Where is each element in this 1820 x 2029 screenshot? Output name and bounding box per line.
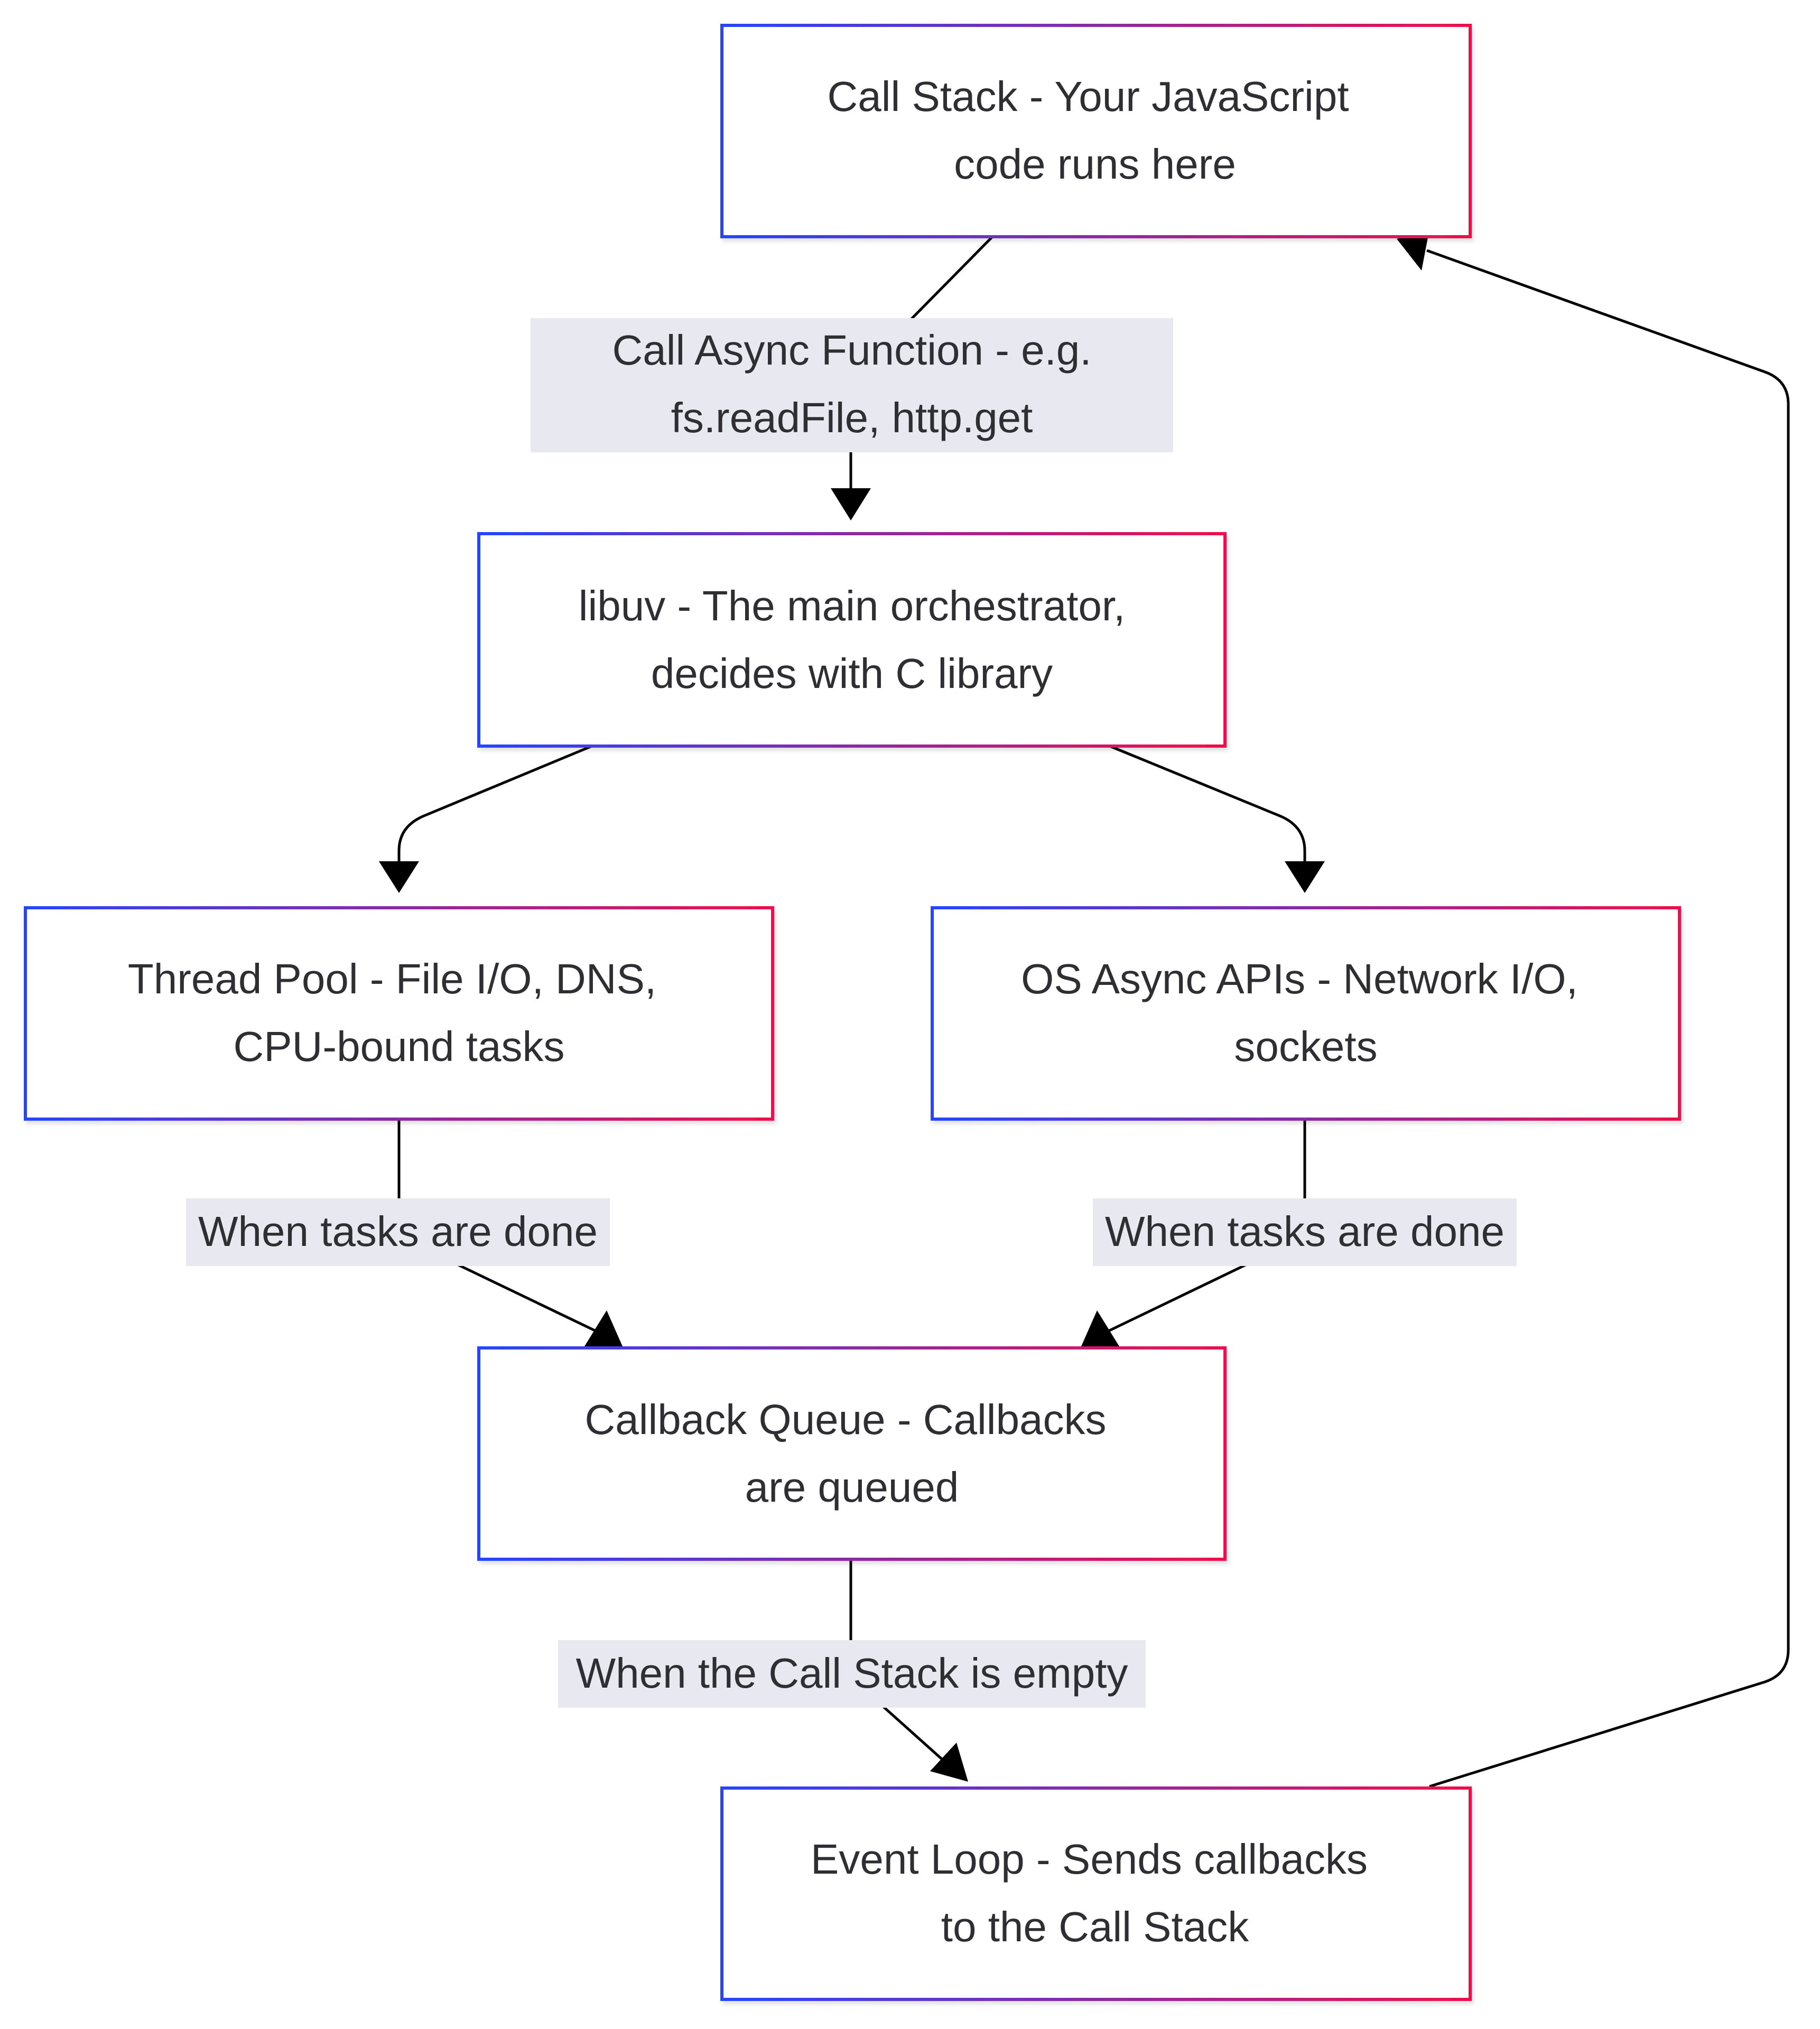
arrowhead-call-stack	[1397, 232, 1429, 271]
node-thread-pool: Thread Pool - File I/O, DNS, CPU-bound t…	[24, 906, 774, 1121]
node-call-stack: Call Stack - Your JavaScript code runs h…	[720, 24, 1472, 238]
node-event-loop-line2: to the Call Stack	[941, 1903, 1250, 1950]
node-call-stack-line1: Call Stack - Your JavaScript	[827, 73, 1349, 120]
node-libuv-line1: libuv - The main orchestrator,	[579, 582, 1126, 629]
arrowhead-thread-pool	[379, 861, 419, 893]
edge-event-loop-to-call-stack	[1426, 249, 1790, 1788]
node-call-stack-line2: code runs here	[954, 141, 1236, 188]
arrowhead-callback-queue-left	[584, 1310, 623, 1346]
edge-label-call-async-line1: Call Async Function - e.g.	[612, 327, 1091, 374]
arrowhead-os-async	[1285, 861, 1325, 893]
edge-label-thread-done: When tasks are done	[186, 1198, 610, 1266]
edge-libuv-to-os-async	[1109, 744, 1306, 877]
node-os-async: OS Async APIs - Network I/O, sockets	[931, 906, 1681, 1121]
edge-label-os-done: When tasks are done	[1093, 1198, 1517, 1266]
node-libuv-line2: decides with C library	[651, 650, 1053, 697]
node-event-loop: Event Loop - Sends callbacks to the Call…	[720, 1786, 1472, 2001]
node-os-async-line1: OS Async APIs - Network I/O,	[1021, 955, 1578, 1002]
edge-label-stack-empty: When the Call Stack is empty	[558, 1640, 1146, 1708]
edge-label-thread-done-text: When tasks are done	[198, 1208, 598, 1255]
node-libuv: libuv - The main orchestrator, decides w…	[477, 532, 1227, 748]
arrowhead-event-loop	[930, 1743, 968, 1782]
edge-libuv-to-thread-pool	[397, 744, 592, 877]
node-callback-queue-line2: are queued	[745, 1464, 959, 1511]
node-callback-queue: Callback Queue - Callbacks are queued	[477, 1346, 1227, 1561]
edge-label-call-async: Call Async Function - e.g. fs.readFile, …	[531, 318, 1173, 452]
arrowhead-callback-queue-right	[1081, 1310, 1119, 1346]
node-event-loop-line1: Event Loop - Sends callbacks	[811, 1836, 1368, 1883]
node-os-async-line2: sockets	[1234, 1023, 1377, 1070]
edge-label-stack-empty-text: When the Call Stack is empty	[576, 1650, 1128, 1697]
edge-label-call-async-line2: fs.readFile, http.get	[671, 394, 1033, 441]
node-callback-queue-line1: Callback Queue - Callbacks	[584, 1396, 1106, 1443]
edges	[379, 232, 1790, 1788]
node-thread-pool-line2: CPU-bound tasks	[234, 1023, 565, 1070]
arrowhead-libuv	[831, 488, 871, 520]
node-thread-pool-line1: Thread Pool - File I/O, DNS,	[128, 955, 656, 1002]
edge-label-os-done-text: When tasks are done	[1105, 1208, 1505, 1255]
